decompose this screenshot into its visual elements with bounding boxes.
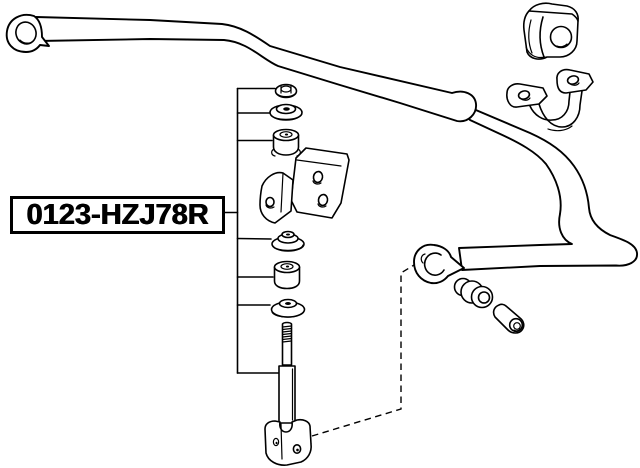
callout-bracket-line <box>223 87 280 374</box>
link-mount-bracket-icon <box>259 147 350 224</box>
bushing-clamp-bracket-icon <box>506 68 594 132</box>
bolt-thread-lines <box>281 325 293 343</box>
link-bolt-icon <box>264 321 312 466</box>
eye-grommet-bushing-icon <box>453 277 494 309</box>
cup-washer-upper-icon <box>269 103 303 121</box>
stabilizer-bushing-icon <box>522 2 579 60</box>
link-bushing-upper-icon <box>271 128 301 157</box>
stabilizer-bar-upper-run <box>35 16 477 123</box>
leader-dashed-line <box>311 264 415 437</box>
link-clevis-end-icon <box>264 418 312 466</box>
spacer-sleeve-icon <box>492 303 525 334</box>
cup-washer-lower-icon <box>270 298 306 318</box>
cup-washer-middle-icon <box>271 230 305 252</box>
part-number-label: 0123-HZJ78R <box>26 198 209 231</box>
stabilizer-bar-right-eye-icon <box>413 243 465 285</box>
stabilizer-bar-lower-run <box>458 104 638 271</box>
link-nut-icon <box>274 83 298 99</box>
part-number-box: 0123-HZJ78R <box>10 196 225 234</box>
stabilizer-bar-left-eye-icon <box>5 14 50 53</box>
stabilizer-bar-icon <box>5 14 638 285</box>
link-bushing-lower-icon <box>273 260 301 290</box>
